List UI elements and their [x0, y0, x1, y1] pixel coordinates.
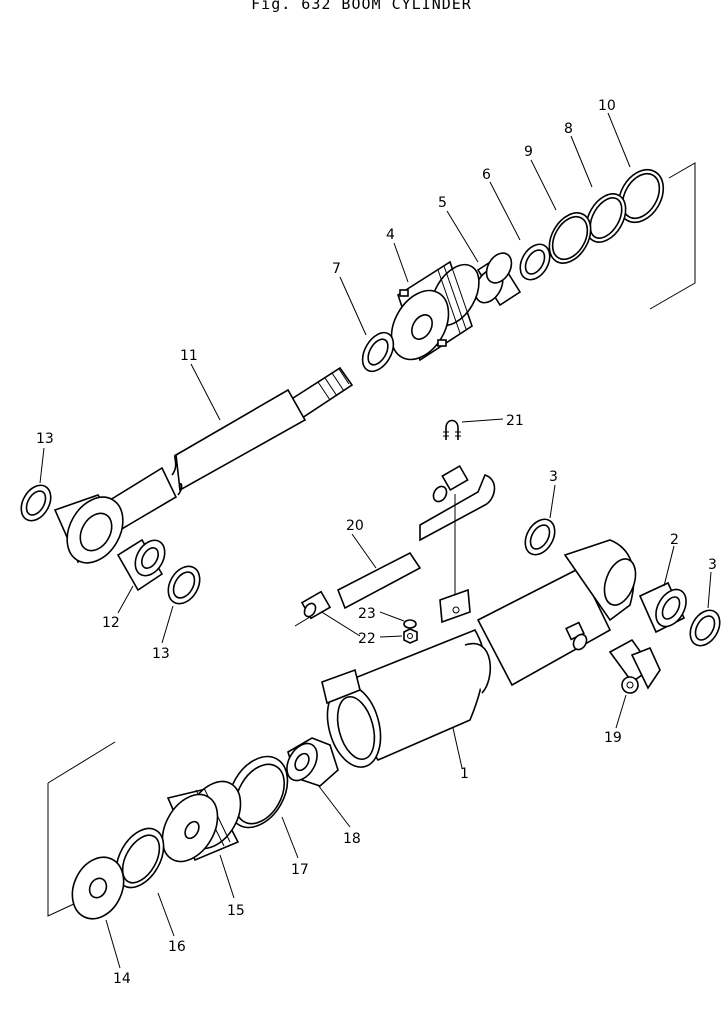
part-3-bottom-seal-upper [524, 518, 556, 556]
part-10-o-ring [617, 168, 665, 224]
rod-eye [53, 494, 124, 564]
callout-7: 7 [332, 261, 341, 277]
callout-22: 22 [358, 631, 376, 647]
part-11-piston-rod [109, 366, 354, 532]
part-16-piston-seal [115, 827, 165, 889]
callout-21: 21 [506, 413, 524, 429]
part-1-cylinder-tube [321, 539, 637, 768]
callout-17: 17 [291, 862, 309, 878]
figure-title: Fig. 632 BOOM CYLINDER [251, 0, 472, 13]
part-18-piston-nut [286, 737, 339, 787]
callout-15: 15 [227, 903, 245, 919]
callout-11: 11 [180, 348, 198, 364]
callout-16: 16 [168, 939, 186, 955]
part-5-bushing [474, 252, 522, 307]
callout-1: 1 [460, 766, 469, 782]
callout-3-right: 3 [708, 557, 717, 573]
bracket-piston-left [47, 783, 77, 917]
callout-13-top: 13 [36, 431, 54, 447]
part-23-washer [403, 619, 417, 629]
part-7-dust-seal [361, 331, 395, 373]
part-17-wear-ring [227, 755, 289, 829]
callout-4: 4 [386, 227, 395, 243]
part-13-eye-seal-bottom [167, 565, 201, 605]
callout-13-bottom: 13 [152, 646, 170, 662]
callout-18: 18 [343, 831, 361, 847]
part-3-bottom-seal-lower [689, 609, 721, 647]
callout-14: 14 [113, 971, 131, 987]
callout-labels: 10 8 9 6 5 4 7 11 13 21 20 3 2 3 12 13 2… [36, 98, 717, 987]
part-2-bottom-bushing [638, 581, 687, 634]
part-19-elbow-fitting [608, 638, 661, 694]
callout-2: 2 [670, 532, 679, 548]
part-8-o-ring [585, 193, 627, 243]
leader-lines [39, 112, 712, 969]
part-21-pipe-clamp [443, 419, 461, 440]
part-20-oil-pipe [300, 464, 496, 620]
callout-5: 5 [438, 195, 447, 211]
part-6-rod-seal [519, 243, 551, 281]
part-4-cylinder-head [390, 260, 480, 362]
callout-6: 6 [482, 167, 491, 183]
callout-20: 20 [346, 518, 364, 534]
part-13-eye-seal-top [20, 484, 52, 522]
part-15-piston [161, 780, 242, 863]
part-22-nut [403, 628, 418, 644]
part-14-cushion-plate [71, 856, 125, 920]
callout-12: 12 [102, 615, 120, 631]
callout-3-upper: 3 [549, 469, 558, 485]
bracket-piston-top [47, 741, 116, 784]
callout-10: 10 [598, 98, 616, 114]
callout-19: 19 [604, 730, 622, 746]
callout-9: 9 [524, 144, 533, 160]
part-9-backup-ring [548, 212, 592, 264]
bracket-rod-group [649, 162, 696, 310]
part-12-eye-bushing [116, 538, 166, 592]
callout-8: 8 [564, 121, 573, 137]
callout-23: 23 [358, 606, 376, 622]
